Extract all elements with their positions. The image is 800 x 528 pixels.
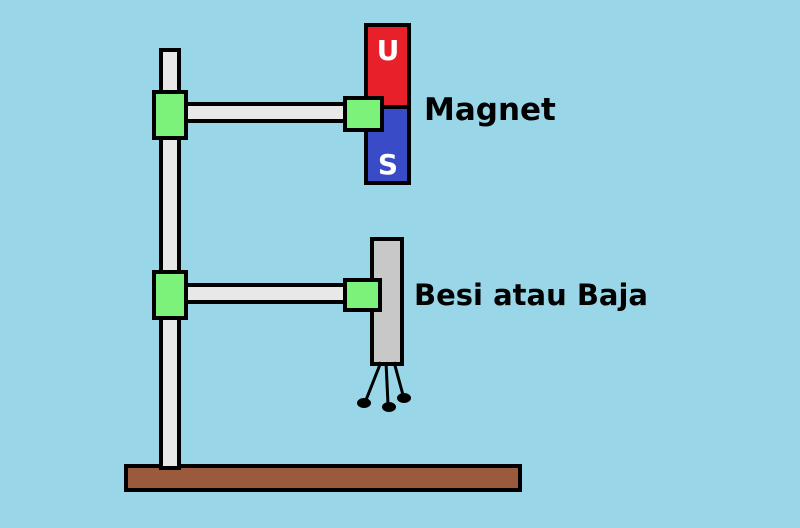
- pin-middle-shaft: [384, 361, 390, 405]
- iron-clamp: [343, 278, 382, 312]
- upper-horizontal-arm: [182, 102, 351, 123]
- iron-label: Besi atau Baja: [414, 278, 648, 312]
- lower-horizontal-arm: [182, 283, 351, 304]
- magnet-north-letter: U: [377, 34, 400, 67]
- attracted-pins: [357, 361, 411, 412]
- pin-left-shaft: [364, 361, 383, 401]
- pin-right-shaft: [392, 361, 405, 396]
- magnet-label: Magnet: [424, 92, 556, 128]
- magnet-clamp: [343, 96, 384, 132]
- upper-rod-clamp: [152, 90, 188, 140]
- stand-base: [124, 464, 522, 492]
- magnet-north-pole: [364, 23, 411, 109]
- lower-rod-clamp: [152, 270, 188, 320]
- pin-middle-head: [382, 402, 396, 412]
- stand-vertical-rod: [159, 48, 181, 470]
- magnet-south-pole: [364, 105, 411, 185]
- pin-right-head: [397, 393, 411, 403]
- magnet-south-letter: S: [378, 148, 398, 181]
- pin-left-head: [357, 398, 371, 408]
